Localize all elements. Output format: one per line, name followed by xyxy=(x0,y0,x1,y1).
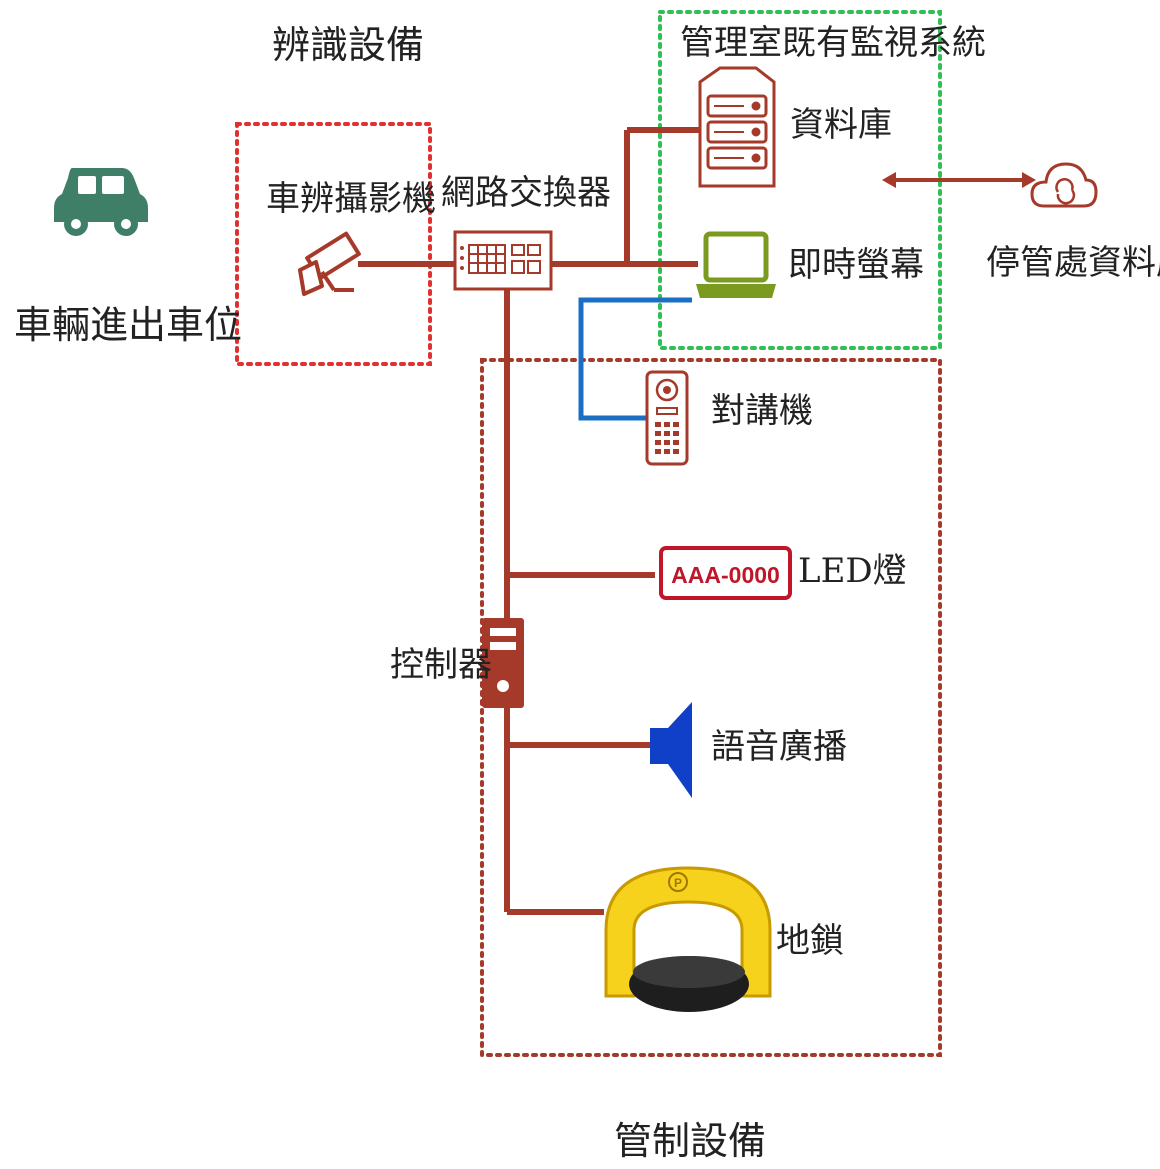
camera-icon xyxy=(298,231,361,296)
parking-lock-icon: P xyxy=(604,866,772,1012)
recognition-group-box xyxy=(235,122,432,366)
svg-text:P: P xyxy=(674,876,682,890)
speaker-label: 語音廣播 xyxy=(711,727,847,767)
sync-arrow xyxy=(882,172,1036,188)
control-group-box xyxy=(480,358,942,1057)
intercom-icon xyxy=(645,370,689,466)
led-display-text: AAA-0000 xyxy=(671,562,780,588)
lock-label: 地鎖 xyxy=(776,921,844,961)
cloud-database-icon xyxy=(1030,162,1098,208)
speaker-icon xyxy=(650,702,692,798)
database-label: 資料庫 xyxy=(790,105,892,145)
monitor-label: 即時螢幕 xyxy=(788,245,924,285)
car-icon xyxy=(54,168,148,236)
led-label: LED燈 xyxy=(798,551,907,591)
database-icon xyxy=(698,66,776,188)
controller-label: 控制器 xyxy=(390,645,492,685)
mgmt-group-label: 管理室既有監視系統 xyxy=(680,23,986,63)
network-switch-icon xyxy=(453,230,553,291)
controller-icon xyxy=(482,618,524,708)
led-display-icon: AAA-0000 xyxy=(659,546,792,600)
intercom-label: 對講機 xyxy=(711,391,813,431)
monitor-icon xyxy=(696,231,776,298)
control-group-label: 管制設備 xyxy=(614,1119,767,1163)
intercom-wire xyxy=(578,297,692,421)
cloud-database-label: 停管處資料庫 xyxy=(986,243,1160,283)
vehicle-label: 車輛進出車位 xyxy=(14,303,243,347)
switch-label: 網路交換器 xyxy=(441,173,611,213)
recognition-group-label: 辨識設備 xyxy=(272,23,425,67)
camera-label: 車辨攝影機 xyxy=(266,179,436,219)
